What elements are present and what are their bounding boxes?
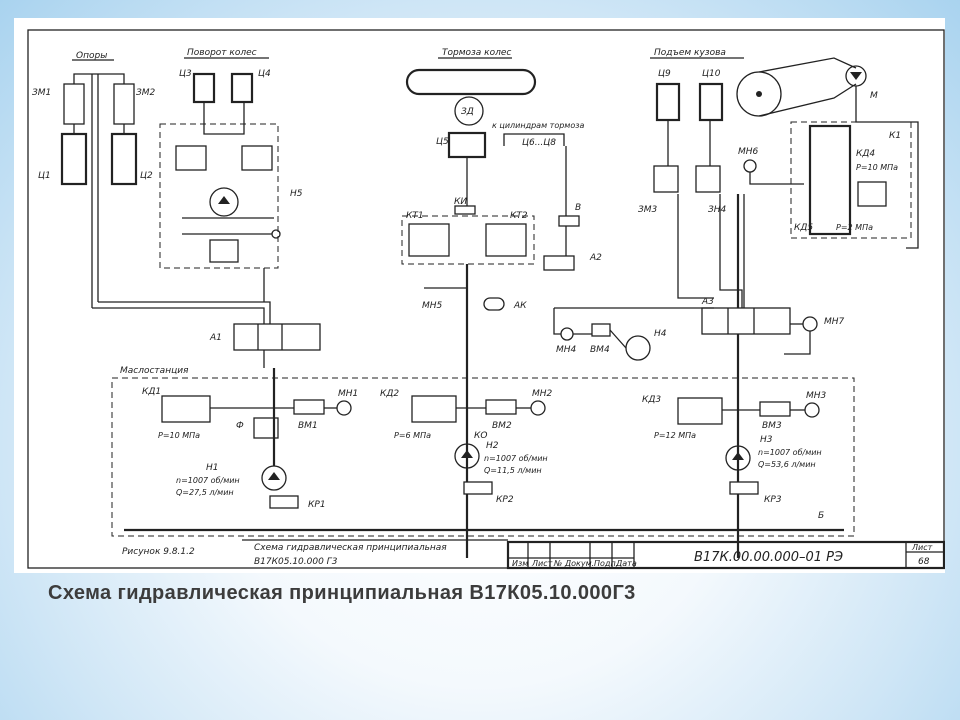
label-h2-q: Q=11,5 л/мин <box>484 466 542 475</box>
label-h2: Н2 <box>486 441 499 451</box>
label-h4: Н4 <box>654 329 667 339</box>
label-kt2: КТ2 <box>510 211 528 221</box>
label-v: В <box>575 203 581 213</box>
label-h2-n: n=1007 об/мин <box>484 454 548 463</box>
col-dokum: № Докум. <box>553 559 594 568</box>
label-h3-n: n=1007 об/мин <box>758 448 822 457</box>
label-k1: К1 <box>889 131 901 141</box>
label-ko: КО <box>474 431 487 441</box>
sheet-number: 68 <box>918 557 930 567</box>
label-c1: Ц1 <box>38 171 51 181</box>
label-h5: Н5 <box>290 189 303 199</box>
supports-group: Опоры ЗМ1 ЗМ2 Ц1 Ц2 <box>32 51 271 330</box>
label-kd1: КД1 <box>142 387 161 397</box>
label-c9: Ц9 <box>658 69 671 79</box>
label-k-cylindram: к цилиндрам тормоза <box>492 121 584 130</box>
wheel-steering-group: Поворот колес Ц3 Ц4 Н5 <box>159 48 303 302</box>
distributors: А1 А3 МН7 МН4 ВМ4 Н4 <box>209 297 845 368</box>
label-h3-q: Q=53,6 л/мин <box>758 460 816 469</box>
label-m: М <box>870 91 878 101</box>
label-kr3: КР3 <box>764 495 782 505</box>
drawing-frame <box>27 29 945 569</box>
label-kd5: КД5 <box>794 223 813 233</box>
label-c3: Ц3 <box>179 69 192 79</box>
label-zm1: ЗМ1 <box>32 88 51 98</box>
label-c5: Ц5 <box>436 137 449 147</box>
label-c4: Ц4 <box>258 69 271 79</box>
label-mn4: МН4 <box>556 345 577 355</box>
label-vm1: ВМ1 <box>298 421 318 431</box>
slide-caption: Схема гидравлическая принципиальная В17К… <box>48 582 636 604</box>
label-kr1: КР1 <box>308 500 326 510</box>
label-kd3-p: Р=12 МПа <box>654 431 696 440</box>
label-a3: А3 <box>701 297 714 307</box>
label-mn2: МН2 <box>532 389 553 399</box>
label-maslostanciya: Маслостанция <box>120 366 189 376</box>
label-f: Ф <box>236 421 244 431</box>
label-mn5: МН5 <box>422 301 443 311</box>
label-b: Б <box>818 511 824 521</box>
label-h1-n: n=1007 об/мин <box>176 476 240 485</box>
label-ak: АК <box>513 301 527 311</box>
label-mn7: МН7 <box>824 317 845 327</box>
label-c2: Ц2 <box>140 171 153 181</box>
label-kd2: КД2 <box>380 389 399 399</box>
label-a1: А1 <box>209 333 222 343</box>
label-vm4: ВМ4 <box>590 345 610 355</box>
title-name-line2: В17К05.10.000 Г3 <box>254 557 338 567</box>
designation: В17К.00.00.000–01 РЭ <box>694 550 843 565</box>
label-kd5-p: Р=2 МПа <box>836 223 873 232</box>
label-kd1-p: Р=10 МПа <box>158 431 200 440</box>
label-zm3: ЗМ3 <box>638 205 658 215</box>
label-kd2-p: Р=6 МПа <box>394 431 431 440</box>
label-mn1: МН1 <box>338 389 358 399</box>
label-kd4-p: Р=10 МПа <box>856 163 898 172</box>
label-zd: ЗД <box>461 107 474 117</box>
col-data: Дата <box>615 559 637 568</box>
title-name-line1: Схема гидравлическая принципиальная <box>254 543 447 553</box>
label-a2: А2 <box>589 253 602 263</box>
label-mn6: МН6 <box>738 147 759 157</box>
label-mn3: МН3 <box>806 391 827 401</box>
label-zm4: ЗН4 <box>708 205 727 215</box>
label-vm2: ВМ2 <box>492 421 512 431</box>
label-ki: КИ <box>454 197 467 207</box>
label-opory: Опоры <box>76 51 107 61</box>
figure-number: Рисунок 9.8.1.2 <box>122 547 195 557</box>
wheel-brakes-group: Тормоза колес ЗД Ц5 к цилиндрам тормоза … <box>401 48 602 558</box>
label-kd3: КД3 <box>642 395 661 405</box>
label-vm3: ВМ3 <box>762 421 782 431</box>
oil-station: Маслостанция КД1 Р=10 МПа ВМ1 МН1 Ф Н1 n… <box>111 366 855 537</box>
hydraulic-schematic: Опоры ЗМ1 ЗМ2 Ц1 Ц2 Поворот колес Ц3 Ц4 <box>14 18 945 573</box>
label-h3: Н3 <box>760 435 773 445</box>
label-c6c8: Ц6...Ц8 <box>522 138 556 148</box>
label-h1: Н1 <box>206 463 219 473</box>
label-kd4: КД4 <box>856 149 875 159</box>
col-izm: Изм <box>512 559 528 568</box>
label-c10: Ц10 <box>702 69 721 79</box>
label-zm2: ЗМ2 <box>136 88 156 98</box>
label-kr2: КР2 <box>496 495 514 505</box>
col-list: Лист <box>531 559 553 568</box>
col-podp: Подп. <box>594 559 618 568</box>
label-tormoza: Тормоза колес <box>442 48 511 58</box>
schematic-drawing: Опоры ЗМ1 ЗМ2 Ц1 Ц2 Поворот колес Ц3 Ц4 <box>27 29 945 570</box>
label-podem: Подъем кузова <box>654 48 726 58</box>
label-h1-q: Q=27,5 л/мин <box>176 488 234 497</box>
sheet-label: Лист <box>911 543 933 552</box>
label-povorot: Поворот колес <box>187 48 257 58</box>
title-block: Рисунок 9.8.1.2 Схема гидравлическая при… <box>122 539 945 570</box>
body-lift-group: Подъем кузова Ц9 Ц10 ЗМ3 ЗН4 М К1 КД4 Р=… <box>638 48 919 558</box>
